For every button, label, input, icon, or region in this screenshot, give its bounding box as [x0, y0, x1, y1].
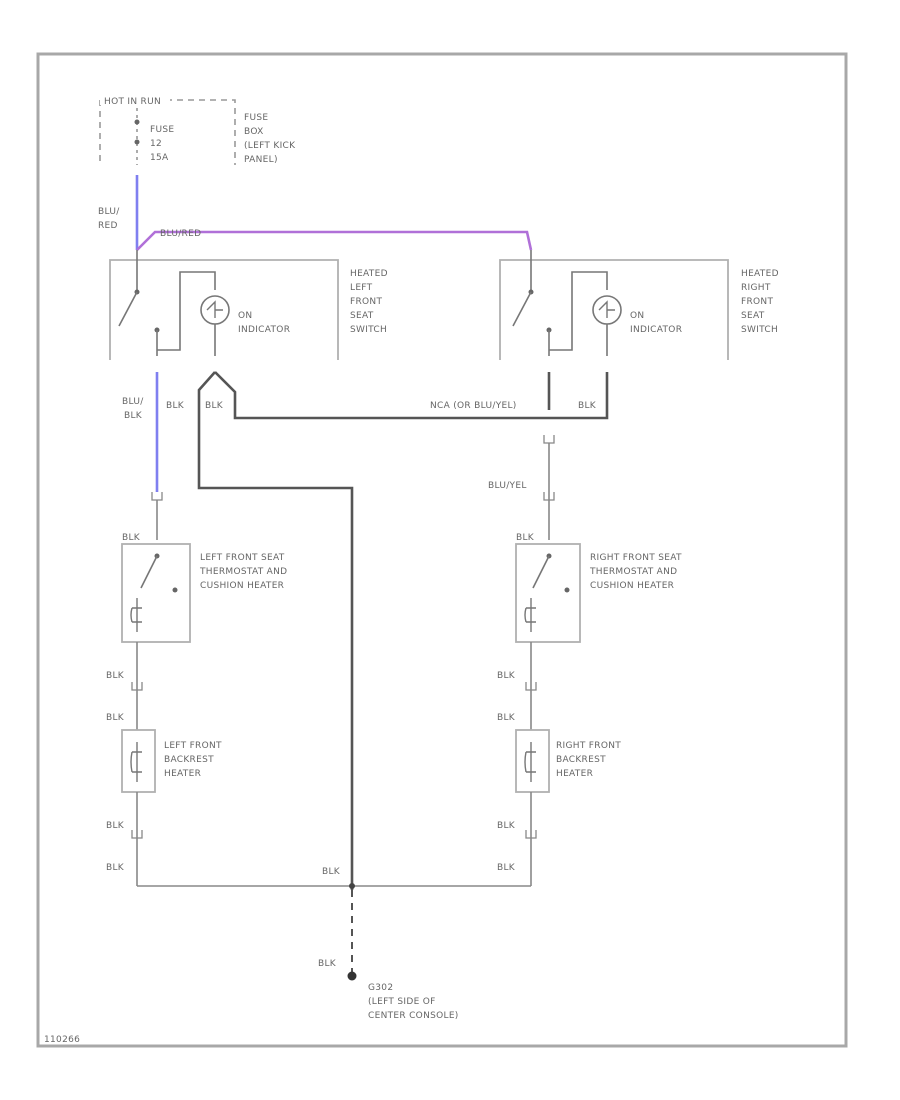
left-blk-c-label: BLK — [106, 821, 125, 831]
left-thermostat-label-3: CUSHION HEATER — [200, 581, 284, 591]
fuse-box-label-1: FUSE — [244, 113, 268, 123]
fuse-box-label-2: BOX — [244, 127, 264, 137]
left-switch-label-3: FRONT — [350, 297, 382, 307]
left-indicator-label-2: INDICATOR — [238, 325, 290, 335]
cross-wire-label: BLU/RED — [160, 229, 201, 239]
left-backrest-label-2: BACKREST — [164, 755, 214, 765]
right-blk-a-label: BLK — [497, 671, 516, 681]
right-blk-c-label: BLK — [497, 821, 516, 831]
left-thermostat-heater: BLK LEFT FRONT SEAT THERMOSTAT AND CUSHI… — [121, 533, 287, 643]
fuse-label: FUSE — [150, 125, 174, 135]
left-backrest-label-3: HEATER — [164, 769, 201, 779]
left-backrest-label-1: LEFT FRONT — [164, 741, 222, 751]
left-blk-label-1: BLK — [166, 401, 185, 411]
right-thermostat-heater: BLK RIGHT FRONT SEAT THERMOSTAT AND CUSH… — [515, 533, 682, 643]
left-thermostat-label-1: LEFT FRONT SEAT — [200, 553, 285, 563]
right-backrest-label-2: BACKREST — [556, 755, 606, 765]
ground-label-1: G302 — [368, 983, 393, 993]
left-switch-out-label-2: BLK — [124, 411, 143, 421]
left-switch-out-label-1: BLU/ — [122, 397, 144, 407]
right-bluyel-label: BLU/YEL — [488, 481, 527, 491]
left-blk-b-label: BLK — [106, 713, 125, 723]
diagram-frame — [36, 52, 848, 1048]
fuse-box-label-4: PANEL) — [244, 155, 278, 165]
fuse-number: 12 — [150, 139, 162, 149]
ground-label-3: CENTER CONSOLE) — [368, 1011, 459, 1021]
right-indicator-label-2: INDICATOR — [630, 325, 682, 335]
feed-wires: BLU/ RED BLU/RED — [98, 175, 533, 251]
right-thermostat-label-3: CUSHION HEATER — [590, 581, 674, 591]
right-indicator-label-1: ON — [630, 311, 644, 321]
ground-blk-label-2: BLK — [318, 959, 337, 969]
right-therm-in-label: BLK — [516, 533, 535, 543]
figure-id: 110266 — [44, 1035, 80, 1045]
right-blk-d-label: BLK — [497, 863, 516, 873]
ground-blk-label-1: BLK — [322, 867, 341, 877]
right-switch-label-3: FRONT — [741, 297, 773, 307]
right-backrest-label-3: HEATER — [556, 769, 593, 779]
feed-wire-label-2: RED — [98, 221, 118, 231]
left-blk-a-label: BLK — [106, 671, 125, 681]
left-switch-label-1: HEATED — [350, 269, 388, 279]
right-switch-label-4: SEAT — [741, 311, 765, 321]
left-seat-switch: ON INDICATOR HEATED LEFT FRONT SEAT SWIT… — [109, 250, 388, 360]
left-thermostat-label-2: THERMOSTAT AND — [199, 567, 287, 577]
right-switch-label-5: SWITCH — [741, 325, 778, 335]
ground-label-2: (LEFT SIDE OF — [368, 997, 436, 1007]
fuse-box-label-3: (LEFT KICK — [244, 141, 296, 151]
hot-in-run-label: HOT IN RUN — [104, 97, 161, 107]
left-blk-label-2: BLK — [205, 401, 224, 411]
right-backrest-chain: BLK BLK RIGHT FRONT BACKREST HEATER BLK … — [497, 642, 621, 886]
left-backrest-chain: BLK BLK LEFT FRONT BACKREST HEATER BLK B… — [106, 642, 222, 886]
right-blk-b-label: BLK — [497, 713, 516, 723]
switch-output-wires: BLU/ BLK BLK BLK NCA (OR BLU/YEL) BLK BL… — [122, 371, 609, 890]
left-blk-d-label: BLK — [106, 863, 125, 873]
right-blk-label: BLK — [578, 401, 597, 411]
fuse-box: HOT IN RUN FUSE 12 15A FUSE BOX (LEFT KI… — [99, 95, 296, 165]
right-thermostat-label-1: RIGHT FRONT SEAT — [590, 553, 682, 563]
left-switch-label-4: SEAT — [350, 311, 374, 321]
ground-bus: BLK BLK G302 (LEFT SIDE OF CENTER CONSOL… — [137, 867, 531, 1021]
fuse-rating: 15A — [150, 153, 169, 163]
feed-wire-label-1: BLU/ — [98, 207, 120, 217]
left-switch-label-5: SWITCH — [350, 325, 387, 335]
right-switch-label-1: HEATED — [741, 269, 779, 279]
right-switch-label-2: RIGHT — [741, 283, 771, 293]
right-seat-switch: ON INDICATOR HEATED RIGHT FRONT SEAT SWI… — [499, 250, 779, 360]
left-switch-label-2: LEFT — [350, 283, 373, 293]
right-nca-label: NCA (OR BLU/YEL) — [430, 401, 517, 411]
right-thermostat-label-2: THERMOSTAT AND — [589, 567, 677, 577]
right-backrest-label-1: RIGHT FRONT — [556, 741, 621, 751]
left-therm-in-label: BLK — [122, 533, 141, 543]
left-indicator-label-1: ON — [238, 311, 252, 321]
